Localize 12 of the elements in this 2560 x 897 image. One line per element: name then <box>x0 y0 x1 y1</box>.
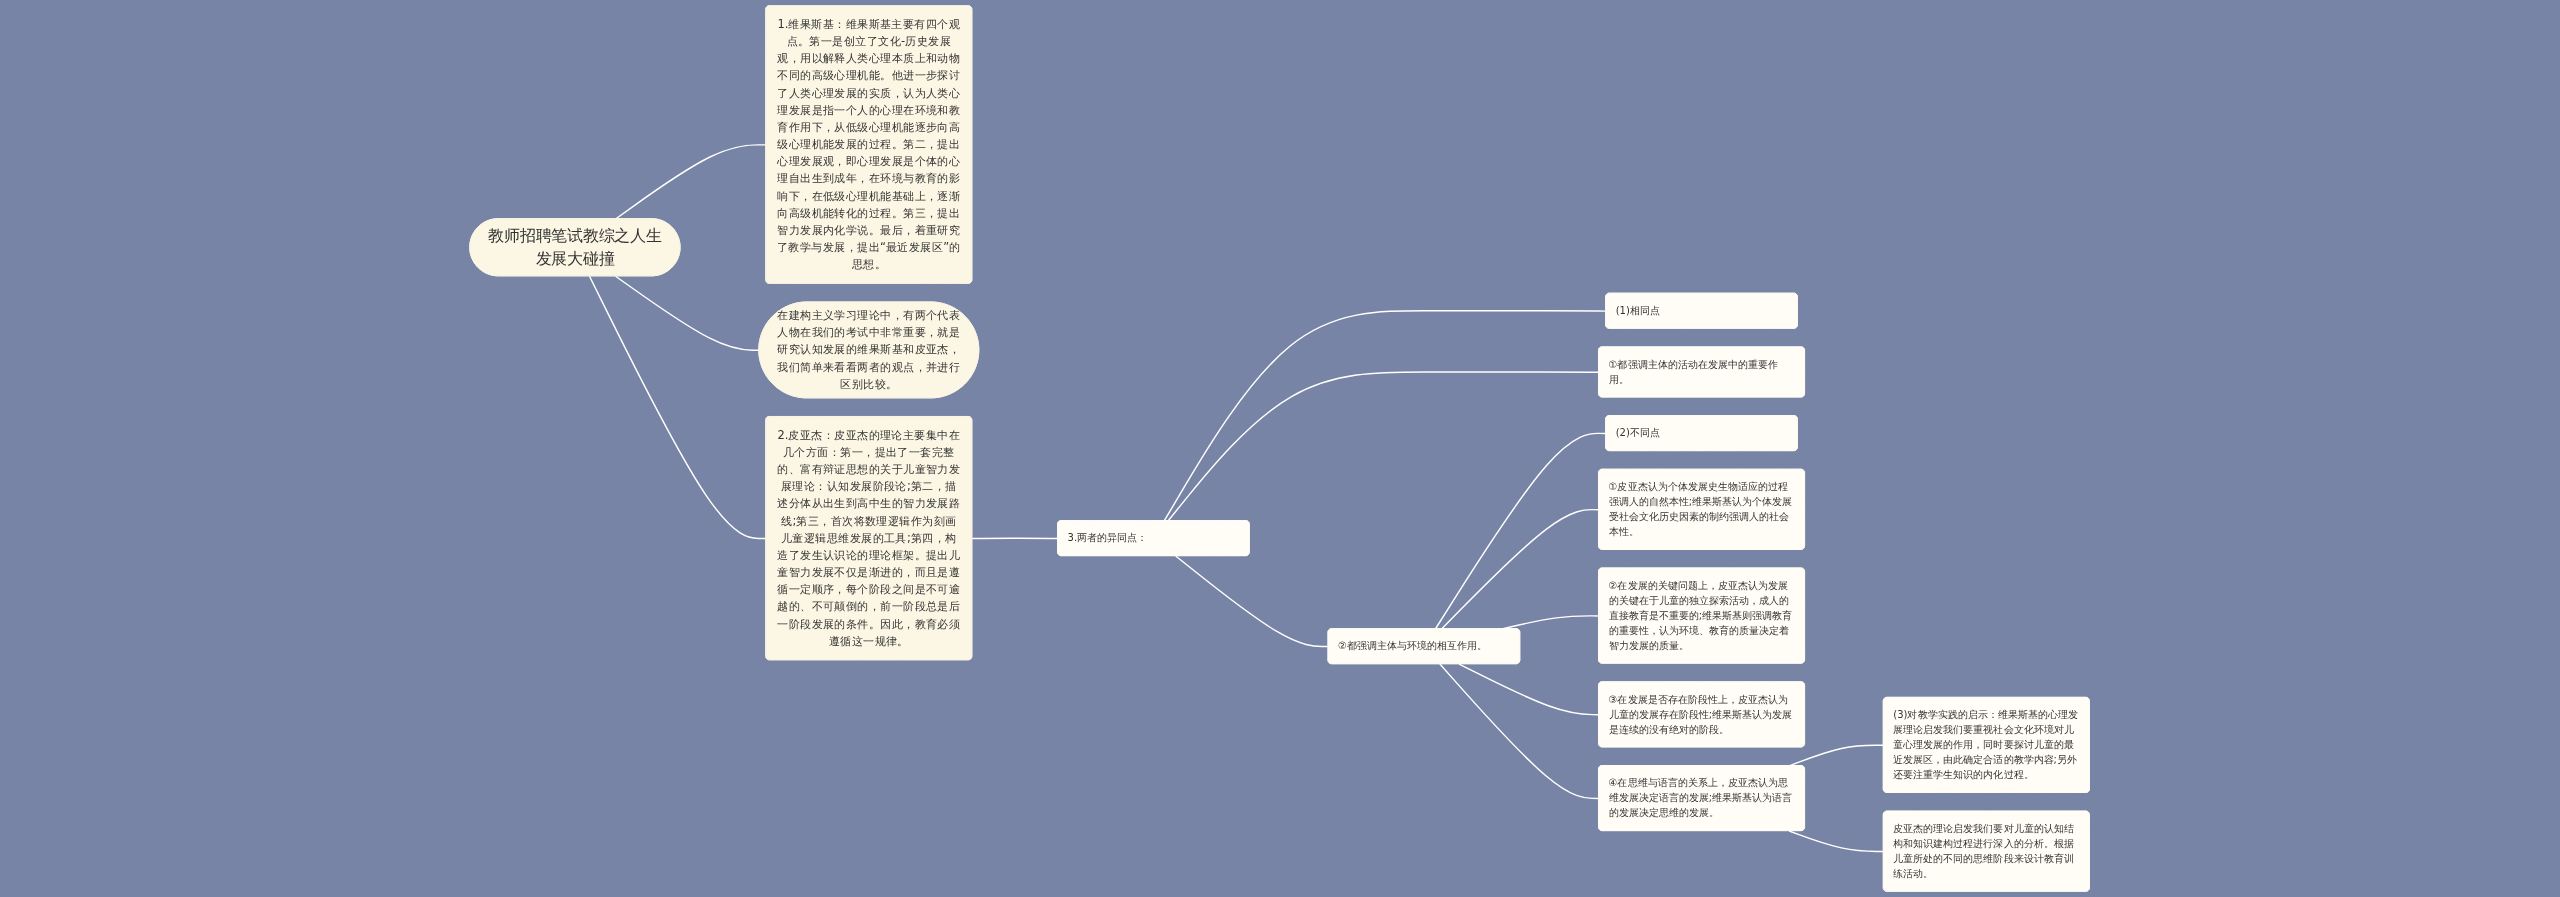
connector <box>1441 508 1600 630</box>
connector <box>1175 555 1330 648</box>
connector <box>1788 830 1885 853</box>
connector <box>971 537 1059 540</box>
connector <box>1167 371 1600 522</box>
connector <box>1458 663 1600 716</box>
connector <box>1163 310 1608 522</box>
connector <box>615 144 768 220</box>
connector <box>1439 663 1600 800</box>
connector <box>1435 432 1608 630</box>
connector <box>615 275 761 351</box>
connector <box>589 275 768 540</box>
